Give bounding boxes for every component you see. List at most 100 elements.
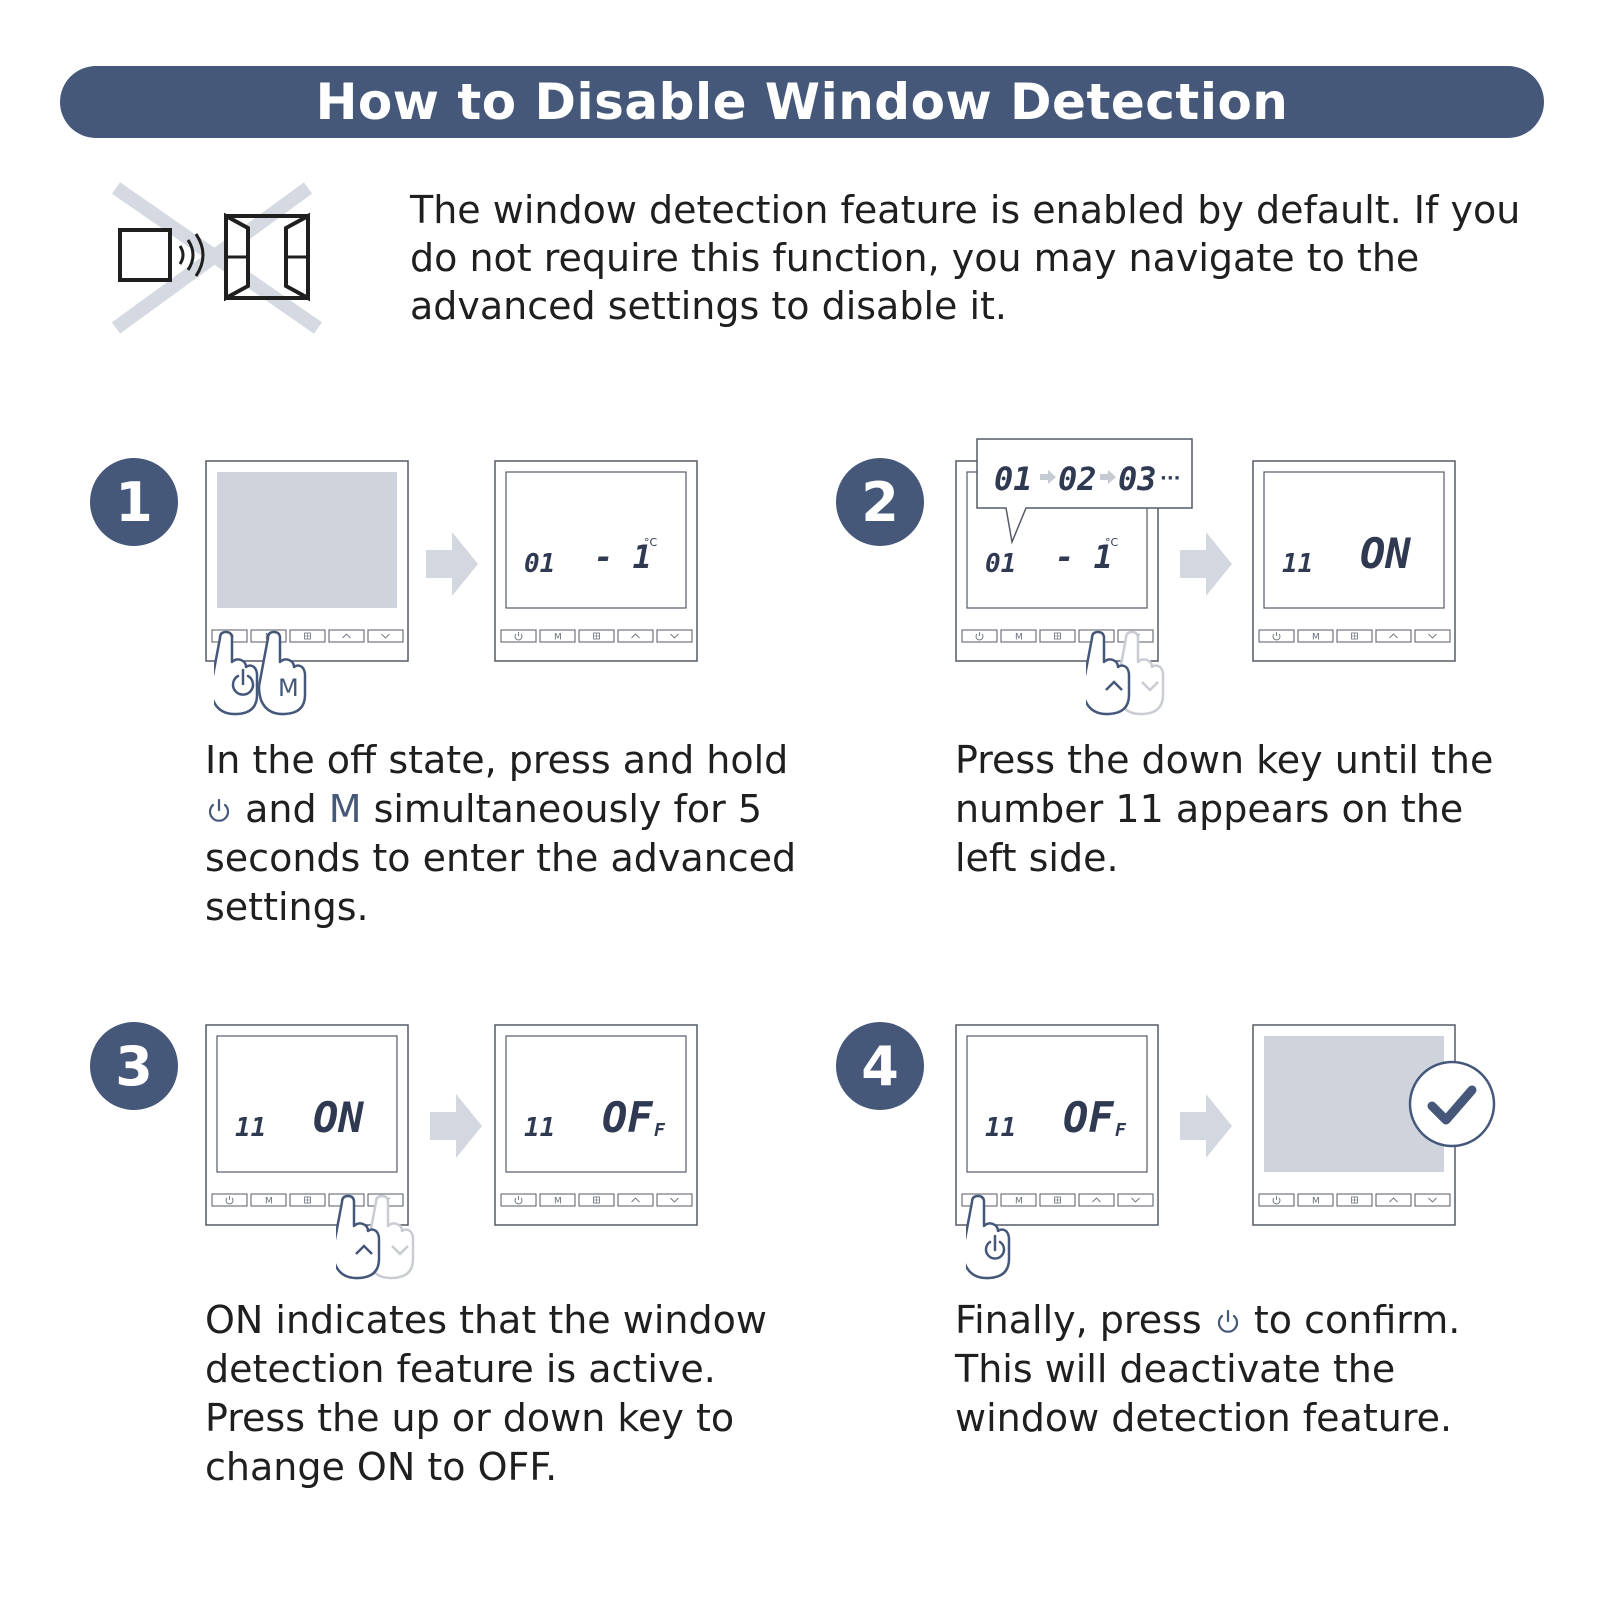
chevron-down-icon — [670, 1197, 679, 1203]
step-3-text: ON indicates that the window detection f… — [205, 1298, 767, 1489]
arrow-right-icon — [426, 532, 478, 596]
step-2-badge: 2 — [836, 458, 924, 546]
lcd-right-value: OF — [1063, 1093, 1114, 1142]
lcd-screen — [1263, 471, 1445, 609]
chevron-down-icon — [1428, 633, 1437, 639]
page-title: How to Disable Window Detection — [315, 73, 1289, 131]
arrow-right-icon — [430, 1094, 482, 1158]
device-button-M — [1000, 629, 1037, 643]
hand-press-power-and-m-icon: M — [209, 630, 324, 716]
chevron-up-icon — [342, 633, 351, 639]
callout-arrow-icon — [1040, 470, 1056, 484]
lcd-screen — [216, 1035, 398, 1173]
device-button-down — [1117, 1193, 1154, 1207]
power-icon — [514, 1197, 523, 1205]
lcd-unit: °C — [644, 536, 658, 549]
intro-text: The window detection feature is enabled … — [410, 188, 1521, 328]
step-1-badge: 1 — [90, 458, 178, 546]
device-button-M — [250, 1193, 287, 1207]
lcd-screen — [505, 1035, 687, 1173]
step-1-text: In the off state, press and hold and M s… — [205, 738, 797, 929]
callout-03: 03 — [1118, 460, 1157, 498]
lcd-left-value: 11 — [524, 1113, 555, 1143]
device-button-down — [367, 629, 404, 643]
m-key-label: M — [554, 1197, 562, 1207]
lcd-small-value: F — [1115, 1120, 1127, 1141]
device-button-up — [1375, 629, 1412, 643]
chevron-up-icon — [1389, 1197, 1398, 1203]
device-button-up — [617, 629, 654, 643]
lcd-left-value: 01 — [985, 549, 1016, 579]
thermostat-step1-after: 01 - 1°C M — [494, 460, 702, 668]
power-icon — [205, 787, 233, 822]
device-button-up — [328, 629, 365, 643]
power-icon — [1214, 1298, 1242, 1333]
lcd-screen — [966, 1035, 1148, 1173]
lcd-right-value: ON — [313, 1093, 364, 1142]
device-button-down — [1414, 1193, 1451, 1207]
m-key-label: M — [1312, 1197, 1320, 1207]
chevron-up-icon — [631, 633, 640, 639]
chevron-up-icon — [1389, 633, 1398, 639]
power-icon — [1272, 1197, 1281, 1205]
hand-m-label: M — [278, 674, 299, 702]
power-icon — [231, 668, 255, 696]
lcd-right-value: ON — [1360, 529, 1411, 578]
power-icon — [225, 1197, 234, 1205]
sequence-callout: 01 02 03 ··· — [976, 438, 1194, 548]
checkmark-icon — [1408, 1060, 1496, 1148]
device-button-up — [1078, 1193, 1115, 1207]
chevron-up-icon — [631, 1197, 640, 1203]
m-key-label: M — [1312, 633, 1320, 643]
m-key-label: M — [1015, 1197, 1023, 1207]
screen-off — [217, 472, 397, 608]
chevron-down-icon — [1141, 681, 1159, 692]
lcd-left-value: 01 — [524, 549, 555, 579]
m-key-label: M — [328, 787, 362, 831]
device-button-M — [539, 629, 576, 643]
device-button-up — [1375, 1193, 1412, 1207]
arrow-right-icon — [1180, 532, 1232, 596]
lcd-right-value: - 1 — [1055, 538, 1113, 576]
chevron-down-icon — [1131, 1197, 1140, 1203]
step-4-text: Finally, press to confirm. This will dea… — [955, 1298, 1461, 1440]
power-icon — [984, 1234, 1006, 1260]
power-icon — [514, 633, 523, 641]
m-key-label: M — [1015, 633, 1023, 643]
m-key-label: M — [265, 1197, 273, 1207]
hand-press-down-icon — [1081, 630, 1186, 716]
hand-press-up-icon — [331, 1194, 436, 1280]
m-key-label: M — [554, 633, 562, 643]
hand-press-power-icon — [961, 1194, 1026, 1280]
chevron-up-icon — [1092, 1197, 1101, 1203]
window-detection-off-icon — [108, 180, 328, 340]
thermostat-step3-before: 11 ON M — [205, 1024, 413, 1232]
chevron-down-icon — [381, 633, 390, 639]
lcd-left-value: 11 — [235, 1113, 266, 1143]
lcd-right-value: - 1 — [594, 538, 652, 576]
callout-arrow-icon — [1100, 470, 1116, 484]
device-button-M — [1297, 629, 1334, 643]
step-3-badge: 3 — [90, 1022, 178, 1110]
thermostat-step2-after: 11 ON M — [1252, 460, 1460, 668]
lcd-left-value: 11 — [1282, 549, 1313, 579]
arrow-right-icon — [1180, 1094, 1232, 1158]
lcd-unit: °C — [1105, 536, 1119, 549]
callout-02: 02 — [1058, 460, 1097, 498]
device-button-M — [539, 1193, 576, 1207]
power-icon — [1272, 633, 1281, 641]
device-button-down — [1414, 629, 1451, 643]
chevron-down-icon — [1428, 1197, 1437, 1203]
callout-01: 01 — [994, 460, 1033, 498]
chevron-up-icon — [1105, 680, 1123, 691]
device-button-M — [1000, 1193, 1037, 1207]
lcd-screen — [505, 471, 687, 609]
step-4-badge: 4 — [836, 1022, 924, 1110]
power-icon — [975, 633, 984, 641]
device-button-down — [656, 1193, 693, 1207]
chevron-down-icon — [670, 633, 679, 639]
step-2-text: Press the down key until the number 11 a… — [955, 738, 1494, 880]
title-banner: How to Disable Window Detection — [60, 66, 1544, 138]
